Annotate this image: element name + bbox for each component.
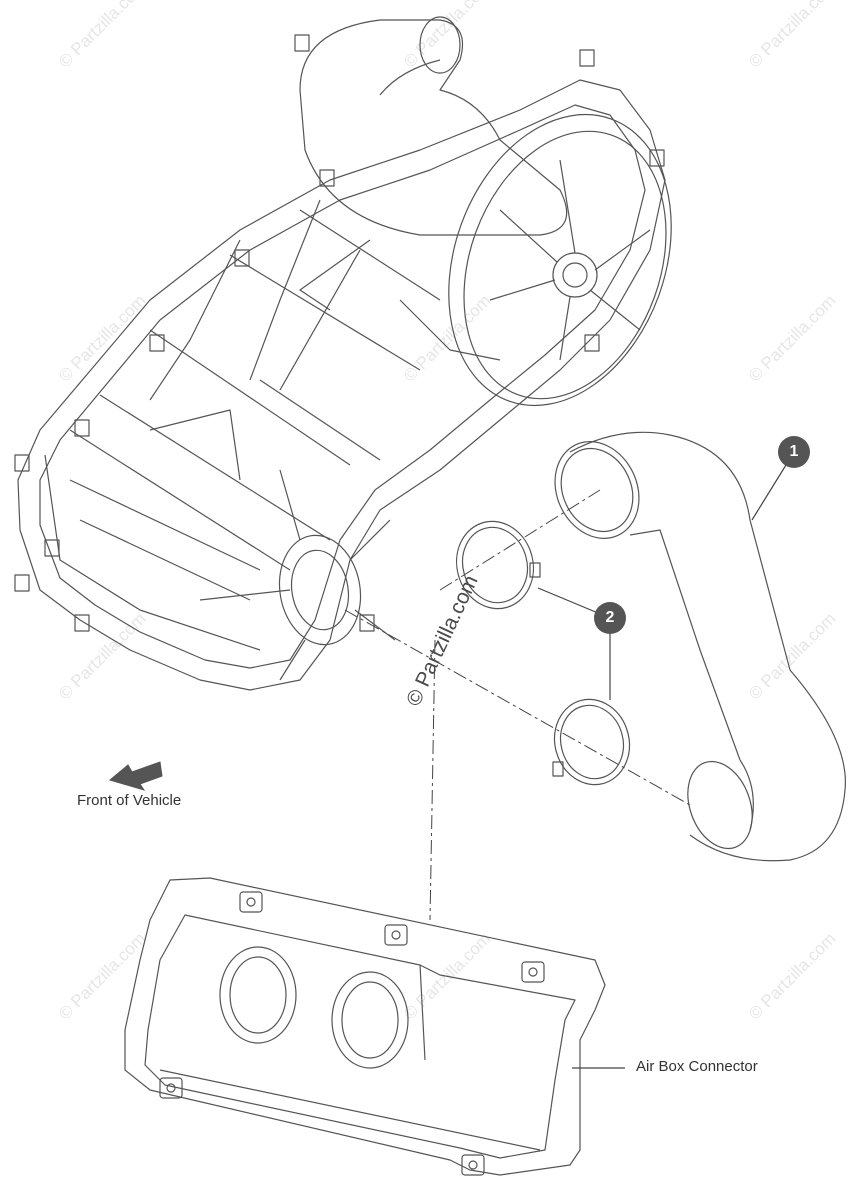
arrow-left-icon <box>108 761 163 791</box>
hose-clamp-lower <box>552 698 631 786</box>
callout-2-badge[interactable]: 2 <box>594 602 626 634</box>
callout-1-badge[interactable]: 1 <box>778 436 810 468</box>
front-of-vehicle-label: Front of Vehicle <box>77 792 182 809</box>
air-box-connector-label: Air Box Connector <box>636 1058 758 1075</box>
cvt-housing <box>14 16 672 691</box>
air-box-connector <box>124 877 606 1176</box>
assembly-centerlines <box>344 489 691 921</box>
intake-duct <box>554 431 846 862</box>
hose-clamp-upper <box>455 520 541 610</box>
leader-lines <box>537 451 795 1069</box>
